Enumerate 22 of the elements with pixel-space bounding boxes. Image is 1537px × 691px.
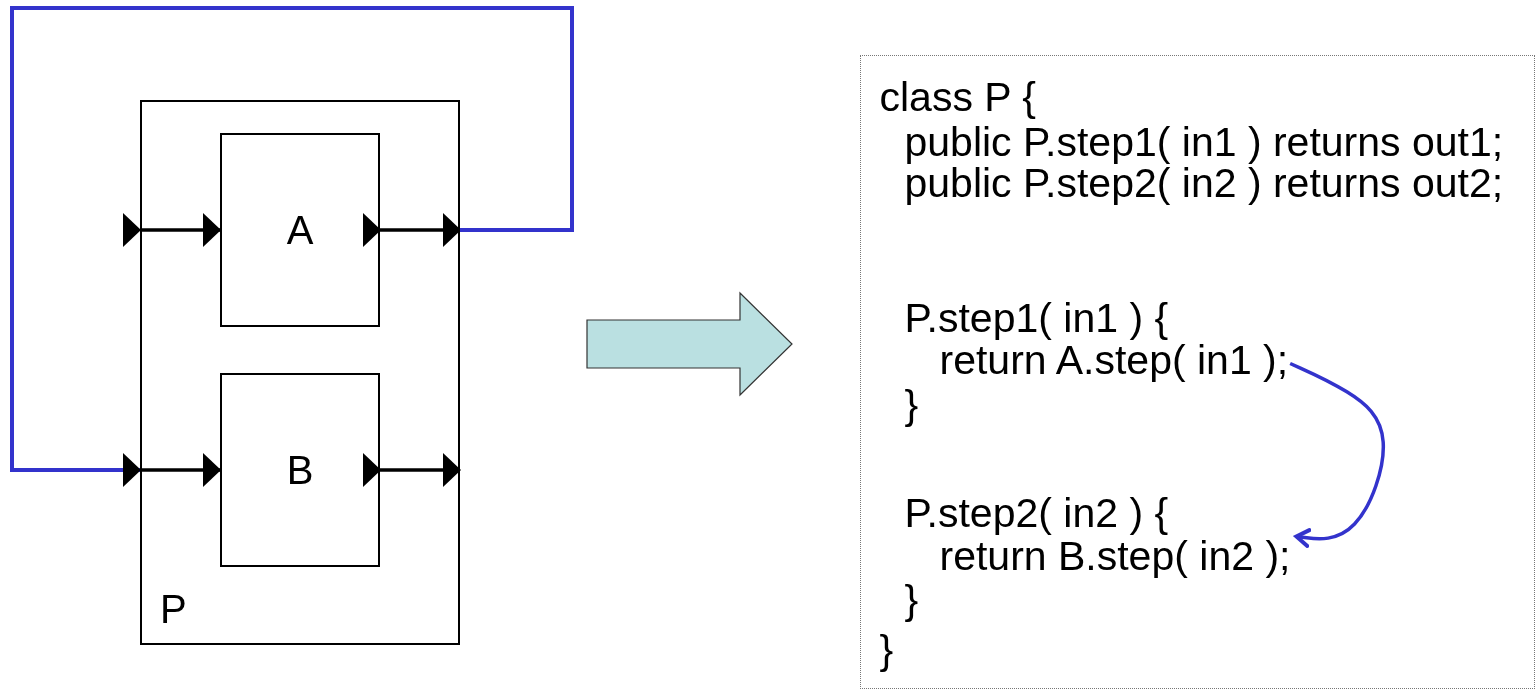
curved-arrow bbox=[1289, 361, 1385, 548]
feedback-line bbox=[10, 6, 574, 487]
code-line: public P.step1( in1 ) returns out1; bbox=[904, 120, 1504, 163]
arrow bbox=[380, 453, 461, 487]
block-label: P bbox=[160, 589, 187, 629]
container-block bbox=[140, 100, 460, 645]
code-line: } bbox=[879, 628, 894, 671]
block-box bbox=[220, 133, 380, 327]
block-arrow bbox=[586, 291, 793, 397]
block-label: A bbox=[286, 210, 314, 250]
arrow bbox=[140, 213, 221, 247]
code-line: P.step1( in1 ) { bbox=[904, 296, 1169, 339]
code-line: return B.step( in2 ); bbox=[939, 534, 1291, 577]
arrow bbox=[380, 213, 461, 247]
code-line: P.step2( in2 ) { bbox=[904, 491, 1169, 534]
arrow bbox=[140, 453, 221, 487]
code-line: } bbox=[904, 578, 919, 621]
code-line: } bbox=[904, 383, 919, 426]
block-box bbox=[220, 373, 380, 567]
code-line: class P { bbox=[879, 75, 1036, 118]
block-label: B bbox=[286, 450, 314, 490]
code-panel bbox=[860, 55, 1535, 689]
